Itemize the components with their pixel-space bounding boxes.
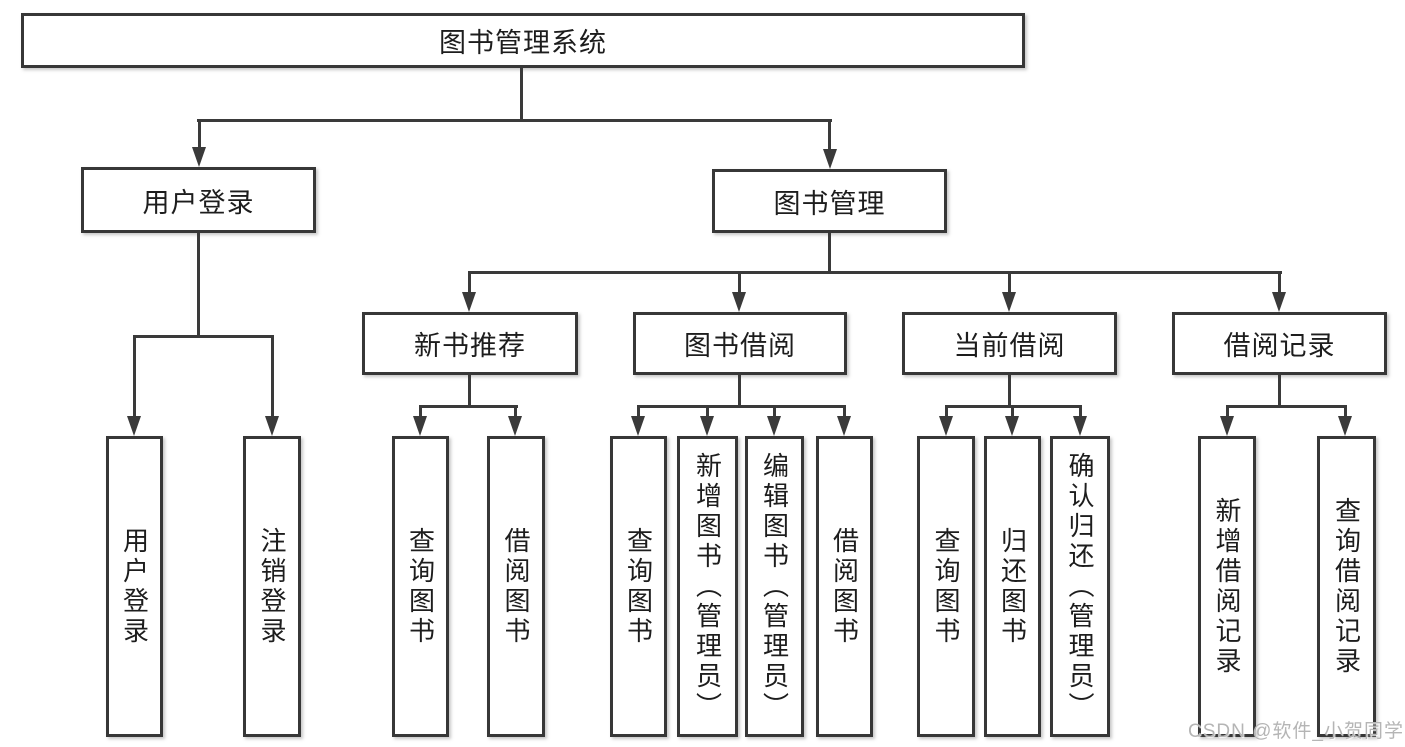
connector-user-login-stem — [197, 233, 200, 338]
leaf-label: 用户登录 — [119, 526, 150, 647]
leaf-query-borrow-record: 查询借阅记录 — [1317, 436, 1376, 737]
connector-stem-leaf-login — [133, 335, 136, 419]
node-current-borrow: 当前借阅 — [902, 312, 1117, 375]
connector-book-borrow-stem — [738, 375, 741, 408]
connector-user-login-branch — [133, 335, 274, 338]
arrowhead-leaf — [1220, 416, 1234, 436]
arrowhead-leaf — [939, 416, 953, 436]
connector-new-book-stem — [468, 375, 471, 408]
arrowhead-borrow-record — [1272, 292, 1286, 312]
node-root-label: 图书管理系统 — [439, 28, 607, 58]
leaf-add-books-admin: 新增图书（管理员） — [677, 436, 738, 737]
node-book-borrow-label: 图书借阅 — [684, 331, 796, 361]
arrowhead-book-management — [823, 149, 837, 169]
leaf-label: 查询图书 — [623, 526, 654, 647]
arrowhead-leaf — [1005, 416, 1019, 436]
connector-stem-book-management — [828, 119, 831, 152]
leaf-label: 确认归还（管理员） — [1065, 451, 1095, 722]
arrowhead-leaf — [1073, 416, 1087, 436]
leaf-borrow-books-recommend: 借阅图书 — [487, 436, 545, 737]
node-book-management: 图书管理 — [712, 169, 947, 233]
connector-stem-new-book — [468, 271, 471, 295]
leaf-query-books-borrow: 查询图书 — [610, 436, 667, 737]
connector-stem-leaf — [706, 405, 709, 419]
connector-book-management-stem — [828, 233, 831, 274]
arrowhead-leaf — [413, 416, 427, 436]
connector-stem-leaf-logout — [271, 335, 274, 419]
connector-stem-leaf — [637, 405, 640, 419]
connector-book-borrow-branch — [637, 405, 846, 408]
leaf-label: 归还图书 — [997, 526, 1028, 647]
connector-stem-leaf — [1011, 405, 1014, 419]
node-book-borrow: 图书借阅 — [633, 312, 847, 375]
node-new-book-recommend: 新书推荐 — [362, 312, 578, 375]
connector-stem-leaf — [945, 405, 948, 419]
connector-stem-leaf — [1226, 405, 1229, 419]
arrowhead-leaf-logout — [265, 416, 279, 436]
leaf-query-books-recommend: 查询图书 — [392, 436, 449, 737]
connector-stem-user-login — [198, 119, 201, 151]
node-borrow-record: 借阅记录 — [1172, 312, 1387, 375]
connector-stem-current-borrow — [1008, 271, 1011, 295]
leaf-label: 查询图书 — [931, 526, 961, 647]
arrowhead-leaf — [700, 416, 714, 436]
node-root-system: 图书管理系统 — [21, 13, 1025, 68]
arrowhead-leaf — [837, 416, 851, 436]
leaf-label: 新增借阅记录 — [1212, 496, 1242, 677]
connector-new-book-branch — [419, 405, 518, 408]
connector-stem-leaf — [843, 405, 846, 419]
connector-stem-leaf — [419, 405, 422, 419]
arrowhead-leaf-login — [127, 416, 141, 436]
arrowhead-leaf — [631, 416, 645, 436]
arrowhead-user-login — [192, 147, 206, 167]
leaf-return-books: 归还图书 — [984, 436, 1041, 737]
node-borrow-record-label: 借阅记录 — [1223, 331, 1336, 361]
arrowhead-book-borrow — [732, 292, 746, 312]
connector-stem-leaf — [514, 405, 517, 419]
connector-root-stem — [520, 68, 523, 122]
leaf-add-borrow-record: 新增借阅记录 — [1198, 436, 1256, 737]
connector-stem-leaf — [1079, 405, 1082, 419]
connector-book-management-branch — [468, 271, 1282, 274]
leaf-logout: 注销登录 — [243, 436, 301, 737]
node-user-login-label: 用户登录 — [142, 187, 255, 218]
connector-borrow-record-stem — [1278, 375, 1281, 408]
leaf-label: 借阅图书 — [829, 526, 860, 647]
leaf-label: 借阅图书 — [501, 526, 531, 647]
connector-borrow-record-branch — [1226, 405, 1347, 408]
arrowhead-leaf — [767, 416, 781, 436]
leaf-label: 查询图书 — [405, 526, 436, 647]
leaf-label: 注销登录 — [257, 526, 287, 647]
connector-stem-borrow-record — [1278, 271, 1281, 295]
connector-stem-book-borrow — [738, 271, 741, 295]
arrowhead-new-book — [462, 292, 476, 312]
csdn-watermark: CSDN @软件_小贺同学 — [1188, 721, 1404, 742]
connector-stem-leaf — [1344, 405, 1347, 419]
node-current-borrow-label: 当前借阅 — [953, 331, 1066, 361]
leaf-label: 编辑图书（管理员） — [759, 451, 790, 722]
connector-current-borrow-stem — [1008, 375, 1011, 408]
leaf-edit-books-admin: 编辑图书（管理员） — [745, 436, 804, 737]
leaf-user-login: 用户登录 — [106, 436, 163, 737]
leaf-borrow-books: 借阅图书 — [816, 436, 873, 737]
node-new-book-recommend-label: 新书推荐 — [414, 331, 526, 361]
node-user-login: 用户登录 — [81, 167, 316, 233]
connector-stem-leaf — [773, 405, 776, 419]
leaf-confirm-return-admin: 确认归还（管理员） — [1050, 436, 1110, 737]
arrowhead-current-borrow — [1002, 292, 1016, 312]
leaf-label: 查询借阅记录 — [1331, 496, 1362, 677]
leaf-label: 新增图书（管理员） — [692, 451, 723, 722]
node-book-management-label: 图书管理 — [773, 188, 886, 219]
arrowhead-leaf — [508, 416, 522, 436]
connector-root-branch — [197, 119, 832, 122]
arrowhead-leaf — [1338, 416, 1352, 436]
leaf-query-books-current: 查询图书 — [917, 436, 975, 737]
